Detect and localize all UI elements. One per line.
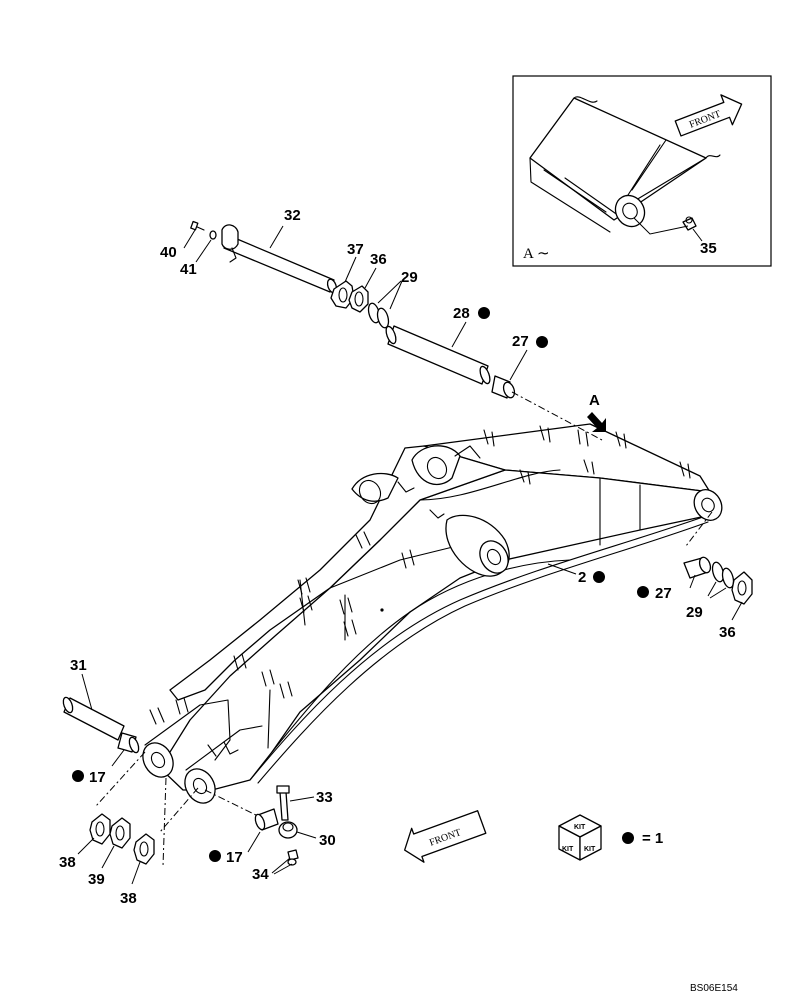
view-arrow-label: A — [589, 392, 600, 409]
detail-view-label: A — [523, 246, 534, 262]
kit-dot-27-top — [536, 336, 548, 348]
kit-dot-icon — [622, 832, 634, 844]
callout-32: 32 — [284, 207, 301, 224]
part-33-bolt — [276, 785, 315, 821]
upper-pin-group — [183, 220, 603, 441]
detail-view-a: FRONT A ∼ — [512, 75, 772, 267]
part-38-39-shims — [77, 813, 155, 885]
callout-28: 28 — [453, 305, 470, 322]
part-34-nut — [271, 849, 299, 875]
callout-17-bottom: 17 — [226, 849, 243, 866]
part-27-bushing-top — [491, 349, 528, 399]
front-arrow-main: FRONT — [404, 810, 487, 863]
part-32-pin — [221, 224, 338, 294]
part-30-collar — [278, 821, 317, 839]
callout-35: 35 — [700, 240, 717, 257]
right-pin-group — [683, 511, 753, 621]
part-28-pin — [385, 321, 491, 385]
callout-17-left: 17 — [89, 769, 106, 786]
kit-legend: KIT KIT KIT = 1 — [558, 814, 663, 861]
kit-text-left: KIT — [562, 846, 574, 853]
part-17-bushing-left — [111, 732, 140, 767]
callout-labels: 32 40 41 37 36 29 28 27 2 27 29 36 31 17… — [59, 207, 736, 907]
view-arrow-a: A — [587, 392, 606, 432]
kit-dot-27-right — [637, 586, 649, 598]
callout-40: 40 — [160, 244, 177, 261]
part-31-foot-pin — [62, 673, 125, 741]
detail-boom-tip — [529, 96, 721, 233]
part-17-bushing-bottom — [247, 808, 279, 853]
callout-36-top: 36 — [370, 251, 387, 268]
callout-38-a: 38 — [59, 854, 76, 871]
part-29-seals — [367, 280, 403, 329]
kit-dot-2 — [593, 571, 605, 583]
part-2-boom — [142, 423, 723, 804]
kit-dot-28 — [478, 307, 490, 319]
callout-27-right: 27 — [655, 585, 672, 602]
callout-37: 37 — [347, 241, 364, 258]
callout-34: 34 — [252, 866, 269, 883]
callout-30: 30 — [319, 832, 336, 849]
lower-middle-pin-group — [204, 785, 317, 875]
callout-39: 39 — [88, 871, 105, 888]
callout-2: 2 — [578, 569, 586, 586]
kit-equals-text: = 1 — [642, 830, 663, 847]
kit-text-right: KIT — [584, 846, 596, 853]
detail-view-glyph: ∼ — [537, 246, 550, 262]
lower-left-pin-group — [62, 673, 199, 885]
kit-dot-17-bottom — [209, 850, 221, 862]
callout-29-right: 29 — [686, 604, 703, 621]
kit-icon: KIT KIT KIT — [558, 814, 602, 861]
callout-36-right: 36 — [719, 624, 736, 641]
callout-31: 31 — [70, 657, 87, 674]
kit-text-top: KIT — [574, 824, 586, 831]
callout-33: 33 — [316, 789, 333, 806]
kit-dot-17-left — [72, 770, 84, 782]
part-35-grease-fitting — [633, 216, 703, 242]
part-37-36-shims — [330, 256, 377, 313]
drawing-reference: BS06E154 — [690, 983, 738, 994]
part-40-41-bolt-washer — [183, 220, 217, 263]
callout-27-top: 27 — [512, 333, 529, 350]
pipe-brackets — [149, 425, 691, 757]
callout-41: 41 — [180, 261, 197, 278]
callout-29-top: 29 — [401, 269, 418, 286]
callout-38-b: 38 — [120, 890, 137, 907]
